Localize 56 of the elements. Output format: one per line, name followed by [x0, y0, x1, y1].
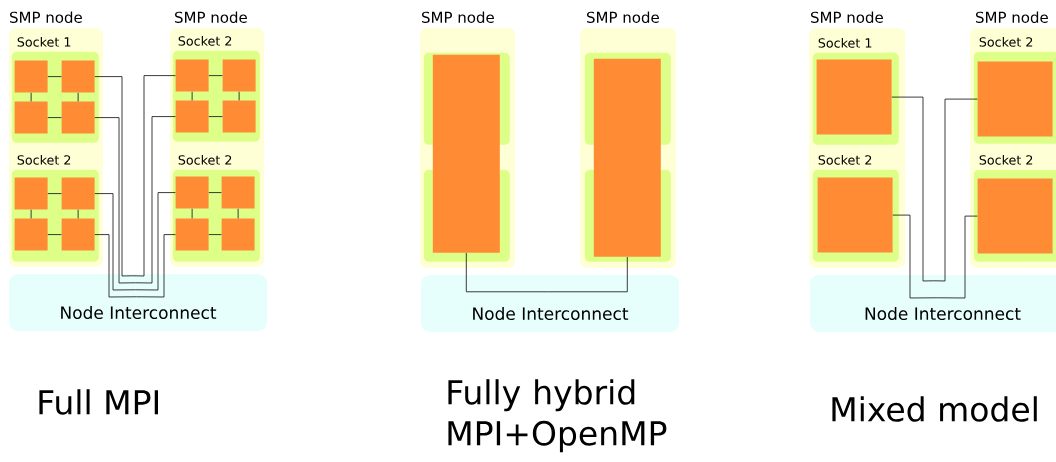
connection-line — [208, 116, 223, 118]
connection-line — [547, 256, 628, 293]
node-label: SMP node — [975, 11, 1048, 24]
connection-line — [77, 92, 79, 102]
caption-text: Mixed model — [832, 396, 1037, 422]
interconnect-box: Node Interconnect — [9, 274, 267, 331]
connection-line — [135, 234, 176, 298]
connection-line — [238, 91, 240, 101]
connection-line — [891, 96, 935, 282]
connection-line — [933, 98, 978, 282]
node-label: Socket 1 — [17, 36, 71, 47]
node-label: SMP node — [175, 11, 247, 24]
connection-line — [134, 116, 176, 284]
core-box — [977, 61, 1053, 137]
connection-line — [936, 215, 978, 299]
node-label: Socket 2 — [17, 154, 71, 165]
interconnect-box: Node Interconnect — [810, 275, 1056, 332]
core-box — [977, 178, 1053, 254]
node-label: Socket 2 — [979, 36, 1033, 47]
core-box — [816, 59, 892, 135]
connection-line — [47, 76, 62, 78]
connection-line — [134, 192, 176, 291]
connection-line — [465, 252, 549, 293]
connection-line — [94, 234, 137, 298]
node-label: Socket 1 — [818, 37, 872, 48]
core-box — [817, 177, 893, 253]
connection-line — [47, 193, 62, 195]
connection-line — [208, 192, 222, 194]
connection-line — [77, 209, 79, 219]
connection-line — [47, 234, 62, 236]
node-label: SMP node — [587, 11, 659, 24]
caption-text: Full MPI — [39, 389, 158, 415]
connection-line — [94, 117, 136, 284]
node-label: Socket 2 — [178, 35, 232, 46]
connection-line — [30, 92, 32, 102]
connection-line — [191, 208, 193, 219]
node-label: SMP node — [10, 11, 82, 24]
connection-line — [30, 209, 32, 219]
connection-line — [191, 91, 193, 101]
interconnect-box: Node Interconnect — [421, 275, 679, 332]
connection-line — [94, 76, 134, 277]
connection-line — [47, 117, 62, 119]
connection-line — [94, 193, 136, 291]
connection-line — [892, 214, 938, 299]
node-label: Socket 2 — [818, 154, 872, 165]
connection-line — [132, 75, 176, 277]
process-box — [593, 58, 661, 257]
node-label: SMP node — [422, 11, 494, 24]
connection-line — [208, 234, 222, 236]
caption-text: Fully hybrid MPI+OpenMP — [448, 379, 667, 453]
node-label: SMP node — [810, 11, 883, 24]
connection-line — [208, 75, 223, 77]
node-label: Socket 2 — [178, 154, 232, 165]
node-label: Socket 2 — [979, 154, 1033, 165]
connection-line — [237, 208, 239, 219]
process-box — [432, 54, 500, 253]
